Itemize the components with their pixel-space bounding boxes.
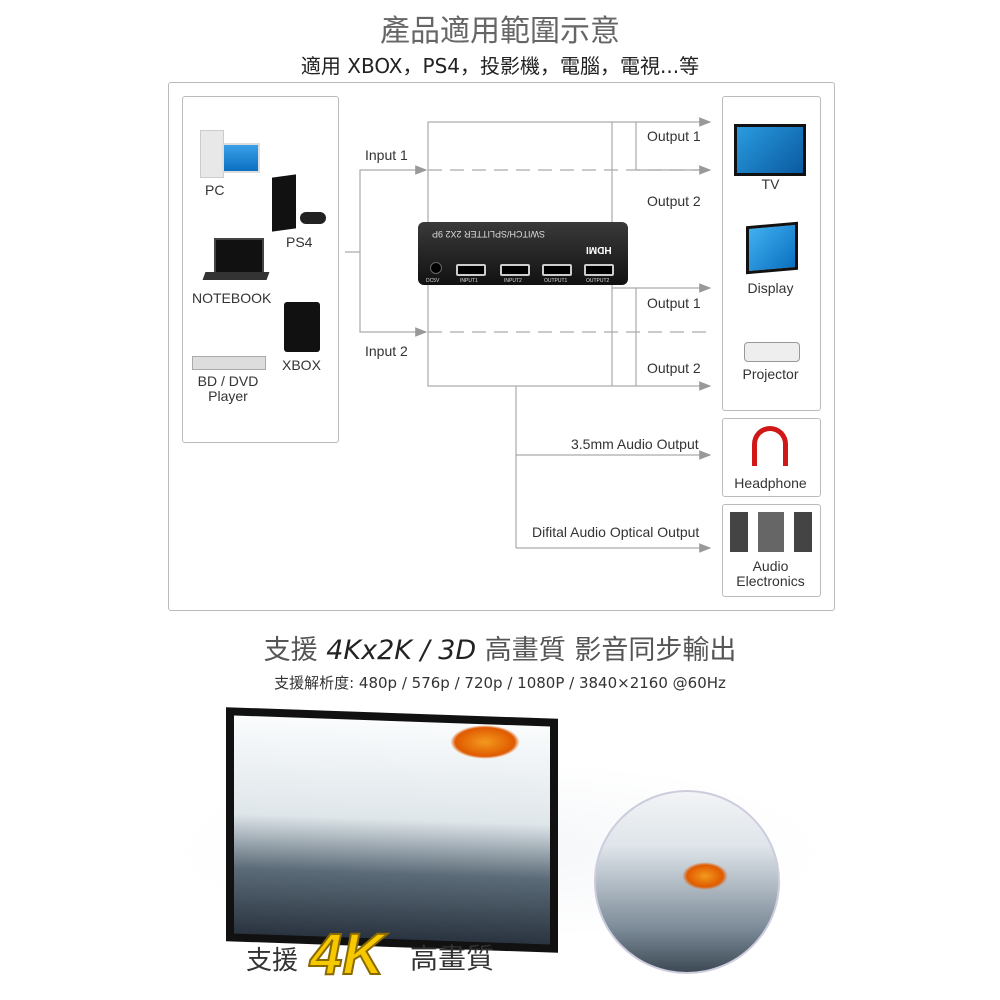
audio-label-line1: Audio <box>752 558 789 574</box>
bd-label-line1: BD / DVD <box>197 373 259 389</box>
source-notebook-label: NOTEBOOK <box>192 290 272 306</box>
feature-spec: 4Kx2K / 3D <box>326 635 477 666</box>
goldfish-icon <box>450 725 520 759</box>
resolution-text: 支援解析度: 480p / 576p / 720p / 1080P / 3840… <box>274 674 726 692</box>
input2-port-icon <box>500 264 530 276</box>
notebook-keyboard-icon <box>202 272 270 280</box>
source-xbox-label: XBOX <box>282 357 321 373</box>
pc-icon <box>200 130 224 178</box>
banner-4k: 4K <box>309 922 385 987</box>
display-icon <box>746 221 798 275</box>
pc-monitor-icon <box>222 143 260 173</box>
audio-analog-label: 3.5mm Audio Output <box>571 436 699 452</box>
output-label: Output 2 <box>647 193 701 209</box>
banner-text-post: 高畫質 <box>410 942 495 975</box>
projector-icon <box>744 342 800 362</box>
input2-label: Input 2 <box>365 343 408 359</box>
dc-jack-icon <box>430 262 442 274</box>
port-label: DC5V <box>426 278 440 284</box>
device-brand-text: HDMI <box>586 244 612 255</box>
source-ps4-label: PS4 <box>286 234 313 250</box>
output-label: Output 2 <box>647 360 701 376</box>
port-label: INPUT1 <box>460 278 478 284</box>
port-label: OUTPUT1 <box>544 278 568 284</box>
source-pc-label: PC <box>205 182 225 198</box>
output-label: Output 1 <box>647 128 701 144</box>
output-label: Output 1 <box>647 295 701 311</box>
tv-label: TV <box>761 176 780 192</box>
notebook-icon <box>214 238 264 276</box>
audio-optical-label: Difital Audio Optical Output <box>532 524 700 540</box>
bd-label-line2: Player <box>208 388 248 404</box>
tv-icon <box>734 124 806 176</box>
headphone-icon <box>752 426 788 466</box>
audio-label-line2: Electronics <box>736 573 805 589</box>
feature-post: 高畫質 影音同步輸出 <box>476 635 737 666</box>
port-label: OUTPUT2 <box>586 278 610 284</box>
banner-text-pre: 支援 <box>246 946 299 976</box>
ps4-icon <box>272 174 296 232</box>
feature-heading: 支援 4Kx2K / 3D 高畫質 影音同步輸出 <box>0 628 1000 667</box>
feature-pre: 支援 <box>263 635 327 666</box>
connection-lines <box>345 117 712 553</box>
audio-system-icon <box>730 512 812 552</box>
headphone-label: Headphone <box>734 475 807 491</box>
display-label: Display <box>747 280 794 296</box>
controller-icon <box>300 212 326 224</box>
xbox-icon <box>284 302 320 352</box>
device-model-text: SWITCH/SPLITTER 2X2 9P <box>432 229 546 239</box>
output1-port-icon <box>542 264 572 276</box>
input1-label: Input 1 <box>365 147 408 163</box>
hdmi-switch-device: SWITCH/SPLITTER 2X2 9P HDMI DC5V INPUT1 … <box>418 222 628 285</box>
page-subtitle: 適用 XBOX，PS4，投影機，電腦，電視...等 <box>300 54 700 78</box>
page-title: 產品適用範圍示意 <box>380 14 620 49</box>
bd-player-icon <box>192 356 266 370</box>
port-label: INPUT2 <box>504 278 522 284</box>
small-goldfish-icon <box>682 862 728 890</box>
input1-port-icon <box>456 264 486 276</box>
projector-label: Projector <box>742 366 799 382</box>
output2-port-icon <box>584 264 614 276</box>
